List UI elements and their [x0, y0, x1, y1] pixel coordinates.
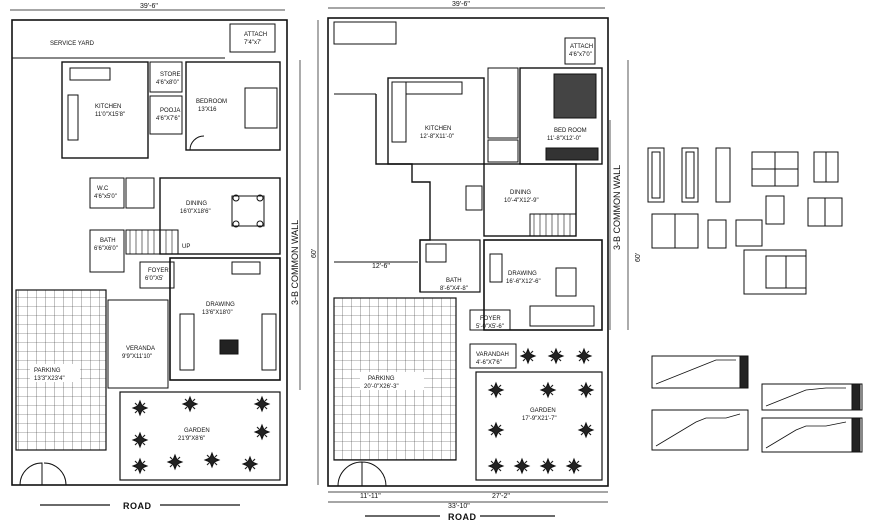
left-garden-area — [119, 391, 281, 481]
left-pooja-label: POOJA — [160, 108, 180, 114]
left-side-dimension: 60' — [311, 249, 318, 258]
right-side-dimension: 12'-6" — [372, 263, 390, 270]
right-verandah-label: VARANDAH — [476, 352, 509, 358]
left-floor-plan: 39'-6" SERVICE YARD ATTACH 7'4"x7' KITCH… — [10, 3, 319, 511]
window-detail-6 — [707, 219, 727, 249]
door-detail-3 — [715, 147, 731, 203]
right-garden-label: GARDEN — [530, 408, 556, 414]
left-verandah-size: 9'9"X11'10" — [122, 354, 152, 360]
right-bottom-dim-b: 27'-2" — [492, 493, 510, 500]
right-bed-hatch — [553, 73, 597, 119]
right-dining-size: 10'-4"X12'-9" — [504, 198, 539, 204]
left-foyer-label: FOYER — [148, 268, 169, 274]
right-outer-dimension: 60' — [635, 253, 642, 262]
right-bottom-dim-a: 11'-11" — [360, 493, 381, 500]
left-road-label: ROAD — [123, 501, 152, 511]
left-drawing-size: 13'6"X18'0" — [202, 310, 233, 316]
left-drawing-label: DRAWING — [206, 302, 235, 308]
window-detail-3 — [765, 195, 785, 225]
window-detail-7 — [735, 219, 763, 247]
right-garden-area — [475, 371, 603, 481]
left-foyer-size: 6'0"X5' — [145, 276, 163, 282]
left-garden-size: 21'9"X8'6" — [178, 436, 205, 442]
left-wc-label: W.C — [97, 186, 109, 192]
left-pooja-size: 4'6"X7'6" — [156, 116, 180, 122]
left-bath-label: BATH — [100, 238, 116, 244]
right-parking-size: 20'-0"X26'-3" — [364, 384, 399, 390]
left-plot-boundary — [11, 19, 288, 486]
stair-section-4 — [761, 417, 863, 453]
right-bedroom-size: 11'-8"X12'-0" — [547, 136, 581, 142]
left-kitchen-size: 11'0"X15'8" — [95, 112, 125, 118]
right-common-wall-label: 3-B COMMON WALL — [612, 165, 622, 250]
left-parking-label: PARKING — [34, 368, 61, 374]
right-parking-label: PARKING — [368, 376, 395, 382]
stair-section-3 — [651, 409, 749, 451]
right-bedroom-label: BED ROOM — [554, 128, 587, 134]
right-foyer-size: 5'-0"X5'-6" — [476, 324, 504, 330]
right-drawing-label: DRAWING — [508, 271, 537, 277]
left-attach-size: 7'4"x7' — [244, 40, 261, 46]
door-detail-1 — [647, 147, 665, 203]
left-stair-up-label: UP — [182, 244, 190, 250]
left-attach-label: ATTACH — [244, 32, 267, 38]
right-kitchen-size: 12'-8"X11'-0" — [420, 134, 454, 140]
left-store-label: STORE — [160, 72, 181, 78]
door-detail-2 — [681, 147, 699, 203]
right-plot-boundary — [327, 17, 609, 487]
left-garden-label: GARDEN — [184, 428, 210, 434]
stair-section-details — [651, 355, 863, 453]
right-verandah-size: 4'-6"X7'6" — [476, 360, 502, 366]
right-attach-size: 4'6"x7'0" — [569, 52, 592, 58]
left-verandah-label: VERANDA — [126, 346, 155, 352]
door-window-details — [647, 147, 843, 295]
left-service-yard-label: SERVICE YARD — [50, 41, 95, 47]
left-bedroom-label: BEDROOM — [196, 99, 227, 105]
right-bath-size: 8'-6"X4'-8" — [440, 286, 468, 292]
left-common-wall-label: 3-B COMMON WALL — [290, 220, 300, 305]
right-attach-label: ATTACH — [570, 44, 593, 50]
left-store-size: 4'6"x8'0" — [156, 80, 179, 86]
right-bottom-dim-total: 33'-10" — [448, 503, 470, 510]
right-road-label: ROAD — [448, 512, 477, 522]
right-floor-plan: 39'-6" ATTACH 4'6"x7'0" KITCHEN 12'-8"X1… — [327, 1, 642, 522]
right-foyer-label: FOYER — [480, 316, 501, 322]
left-bath-size: 6'6"X6'0" — [94, 246, 118, 252]
left-kitchen-label: KITCHEN — [95, 104, 121, 110]
left-parking-size: 13'3"X23'4" — [34, 376, 65, 382]
right-bath-label: BATH — [446, 278, 462, 284]
left-dining-size: 16'0"X18'6" — [180, 209, 211, 215]
stair-section-2 — [761, 383, 863, 411]
right-top-dimension: 39'-6" — [452, 1, 470, 8]
right-dining-label: DINING — [510, 190, 531, 196]
window-detail-8 — [743, 249, 807, 295]
left-top-dimension: 39'-6" — [140, 3, 158, 10]
right-kitchen-label: KITCHEN — [425, 126, 451, 132]
stair-section-1 — [651, 355, 749, 389]
right-garden-size: 17'-9"X21'-7" — [522, 416, 557, 422]
right-drawing-size: 16'-6"X12'-6" — [506, 279, 541, 285]
left-wc-size: 4'6"x5'0" — [94, 194, 117, 200]
left-dining-label: DINING — [186, 201, 207, 207]
left-bedroom-size: 13'X16 — [198, 107, 217, 113]
